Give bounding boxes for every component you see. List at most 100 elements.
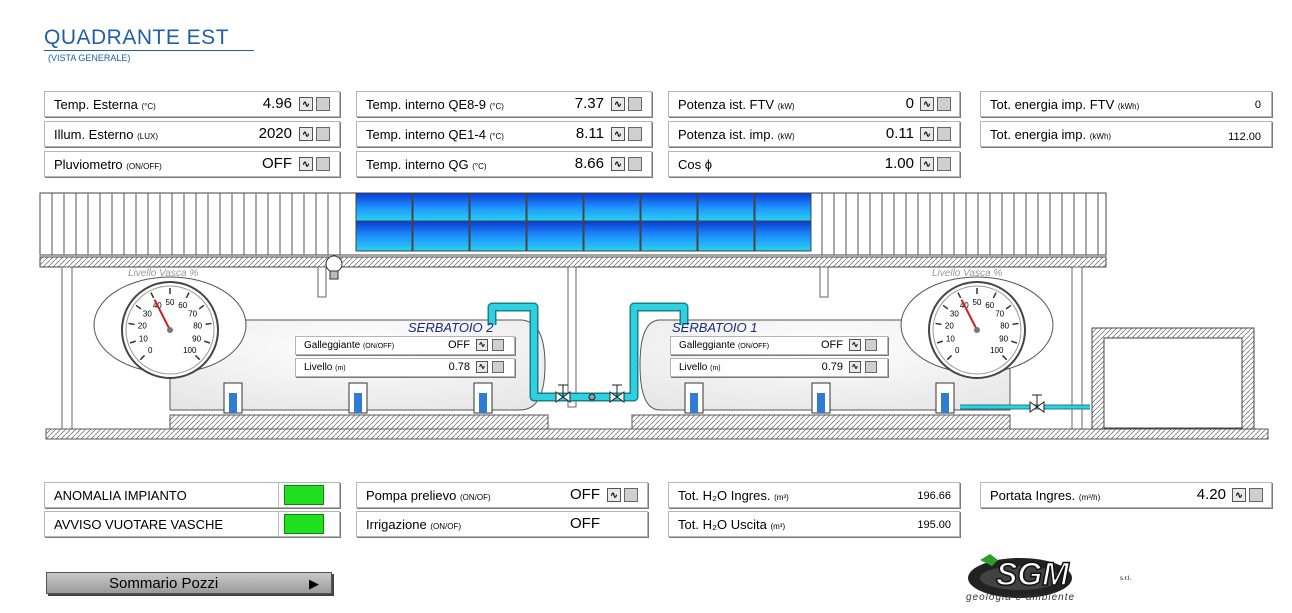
pompa-prelievo-label: Pompa prelievo	[366, 488, 457, 503]
gauge-right-hub	[974, 327, 980, 333]
valve-icon	[555, 384, 1045, 413]
trend-icon[interactable]: ∿	[611, 157, 625, 171]
gauge-left-tick-label: 50	[166, 298, 175, 307]
trend-icon[interactable]: ∿	[920, 157, 934, 171]
potenza-ftv-label: Potenza ist. FTV	[678, 97, 775, 112]
illum-esterno-unit: (LUX)	[137, 132, 158, 141]
temp-qe89-unit: (°C)	[489, 102, 504, 111]
detail-button[interactable]	[316, 127, 330, 141]
cos-phi-label: Cos ϕ	[678, 157, 713, 172]
detail-button[interactable]	[492, 339, 504, 351]
trend-icon[interactable]: ∿	[611, 97, 625, 111]
portata-ingres-label: Portata Ingres.	[990, 488, 1076, 503]
gauge-right-tick-label: 90	[999, 335, 1008, 344]
trend-icon[interactable]: ∿	[299, 157, 313, 171]
trend-icon[interactable]: ∿	[1232, 488, 1246, 502]
page-title: QUADRANTE EST	[44, 26, 230, 49]
gauge-left-tick	[205, 322, 212, 326]
temp-qg-label: Temp. interno QG	[366, 157, 469, 172]
trend-icon[interactable]: ∿	[299, 127, 313, 141]
gauge-right-tick-label: 10	[946, 335, 955, 344]
gauge-left-tick	[135, 304, 142, 310]
cos-phi-box: Cos ϕ 1.00 ∿	[668, 151, 960, 177]
trend-icon[interactable]: ∿	[920, 127, 934, 141]
temp-esterna-unit: (°C)	[141, 102, 156, 111]
detail-button[interactable]	[937, 157, 951, 171]
gauge-left-tick-label: 100	[183, 346, 197, 355]
gauge-right-tick-label: 70	[995, 310, 1004, 319]
gauge-right-tick	[942, 304, 949, 310]
detail-button[interactable]	[316, 97, 330, 111]
tank-1-name: SERBATOIO 1	[672, 320, 758, 335]
title-underline	[44, 50, 254, 51]
detail-button[interactable]	[937, 127, 951, 141]
portata-ingres-box: Portata Ingres. (m³/h) 4.20 ∿	[980, 482, 1272, 508]
temp-qe14-box: Temp. interno QE1-4 (°C) 8.11 ∿	[356, 121, 652, 147]
detail-button[interactable]	[628, 97, 642, 111]
level-sensors	[223, 382, 955, 414]
tank-2-float-label: Galleggiante	[304, 340, 361, 351]
detail-button[interactable]	[492, 361, 504, 373]
logo-tagline: geologia e ambiente	[966, 592, 1076, 603]
potenza-imp-box: Potenza ist. imp. (kW) 0.11 ∿	[668, 121, 960, 147]
pluviometro-unit: (ON/OFF)	[126, 162, 162, 171]
irrigazione-label: Irrigazione	[366, 517, 427, 532]
trend-icon[interactable]: ∿	[299, 97, 313, 111]
temp-qe89-box: Temp. interno QE8-9 (°C) 7.37 ∿	[356, 91, 652, 117]
gauge-left-tick-label: 0	[148, 346, 153, 355]
sommario-pozzi-button[interactable]: Sommario Pozzi ▶	[46, 572, 332, 594]
gauge-left-needle	[153, 299, 171, 331]
trend-icon[interactable]: ∿	[849, 339, 861, 351]
gauge-right-tick-label: 20	[945, 322, 954, 331]
portata-ingres-unit: (m³/h)	[1078, 493, 1101, 502]
tank-2-base	[169, 414, 549, 430]
detail-button[interactable]	[1249, 488, 1263, 502]
detail-button[interactable]	[316, 157, 330, 171]
pompa-prelievo-box: Pompa prelievo (ON/OF) OFF ∿	[356, 482, 648, 508]
company-logo: SGM s.r.l. geologia e ambiente	[962, 548, 1142, 608]
gauge-left-tick-label: 90	[192, 335, 201, 344]
irrigazione-box: Irrigazione (ON/OF) OFF	[356, 511, 648, 537]
detail-button[interactable]	[937, 97, 951, 111]
detail-button[interactable]	[865, 339, 877, 351]
trend-icon[interactable]: ∿	[476, 339, 488, 351]
tank-2-float-unit: (ON/OFF)	[362, 343, 395, 350]
gauge-right-needle	[960, 299, 978, 331]
gauge-left-tick-label: 10	[139, 335, 148, 344]
tank-1-level-unit: (m)	[710, 365, 721, 372]
temp-esterna-box: Temp. Esterna (°C) 4.96 ∿	[44, 91, 340, 117]
gauge-right-tick	[1011, 340, 1018, 344]
plant-diagram: 0102030405060708090100 01020304050607080…	[39, 192, 1269, 440]
tank-2-level-value: 0.78	[448, 361, 470, 373]
h2o-ingres-value: 196.66	[917, 490, 951, 502]
gauge-left-tick	[204, 340, 211, 344]
ground-slab	[45, 428, 1269, 440]
logo-suffix: s.r.l.	[1120, 576, 1132, 582]
tank-2-level-unit: (m)	[335, 365, 346, 372]
irrigazione-value: OFF	[570, 515, 600, 532]
trend-icon[interactable]: ∿	[611, 127, 625, 141]
trend-icon[interactable]: ∿	[607, 488, 621, 502]
illum-esterno-label: Illum. Esterno	[54, 127, 134, 142]
temp-qe14-unit: (°C)	[489, 132, 504, 141]
tank-1-level-label: Livello	[679, 362, 708, 373]
alarm-vuotare-box: AVVISO VUOTARE VASCHE	[44, 511, 340, 537]
pluviometro-label: Pluviometro	[54, 157, 123, 172]
detail-button[interactable]	[628, 127, 642, 141]
tank-2-level-box: Livello (m) 0.78 ∿	[295, 358, 515, 377]
trend-icon[interactable]: ∿	[849, 361, 861, 373]
detail-button[interactable]	[865, 361, 877, 373]
water-pipes	[487, 302, 1090, 410]
potenza-ftv-value: 0	[905, 95, 914, 112]
detail-button[interactable]	[628, 157, 642, 171]
irrigazione-unit: (ON/OF)	[430, 522, 461, 531]
sommario-pozzi-label: Sommario Pozzi	[109, 575, 219, 592]
trend-icon[interactable]: ∿	[920, 97, 934, 111]
h2o-uscita-value: 195.00	[917, 519, 951, 531]
trend-icon[interactable]: ∿	[476, 361, 488, 373]
detail-button[interactable]	[624, 488, 638, 502]
alarm-anomalia-led	[284, 485, 324, 505]
gauge-right-tick-label: 30	[950, 310, 959, 319]
tank-1-float-box: Galleggiante (ON/OFF) OFF ∿	[670, 336, 888, 355]
temp-qg-box: Temp. interno QG (°C) 8.66 ∿	[356, 151, 652, 177]
